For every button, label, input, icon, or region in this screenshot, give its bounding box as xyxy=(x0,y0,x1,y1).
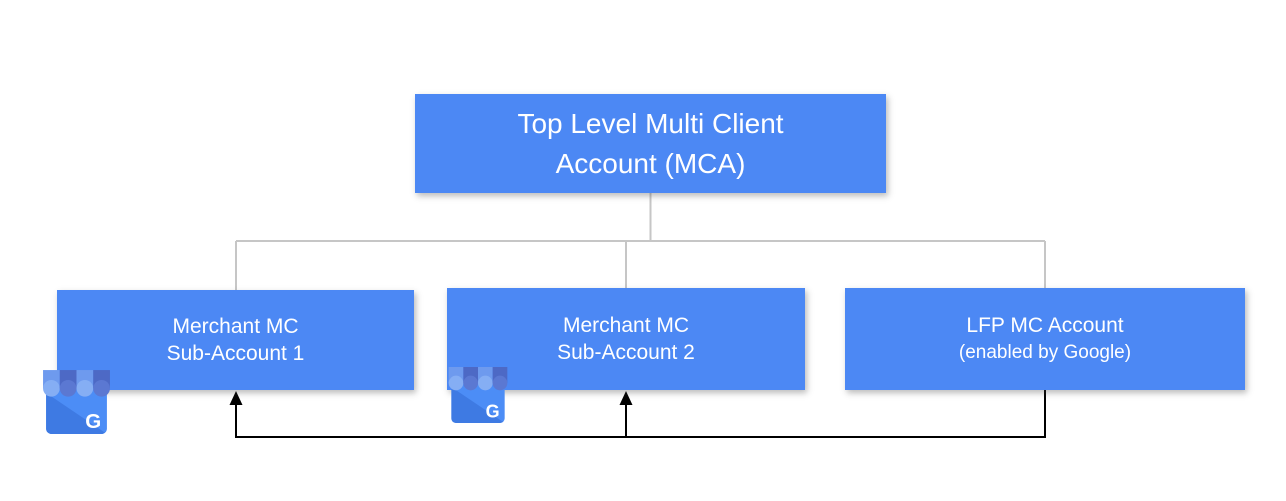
hierarchy-tree-line xyxy=(235,193,1046,290)
node-label-line1: LFP MC Account xyxy=(966,314,1124,337)
node-merchant-sub-account-2: Merchant MC Sub-Account 2 xyxy=(447,288,805,390)
node-label-line1: Merchant MC xyxy=(562,314,690,337)
business-profile-icon xyxy=(40,367,113,437)
node-top-level-mca: Top Level Multi Client Account (MCA) xyxy=(415,94,886,193)
node-lfp-mc-account: LFP MC Account (enabled by Google) xyxy=(845,288,1245,390)
node-label-line2: Sub-Account 1 xyxy=(166,342,305,365)
node-label-line2: Sub-Account 2 xyxy=(557,341,695,364)
node-merchant-sub-account-1: Merchant MC Sub-Account 1 xyxy=(57,290,414,390)
node-label-line1: Top Level Multi Client xyxy=(517,107,784,139)
node-label-line2: Account (MCA) xyxy=(555,147,746,179)
arrowhead-up-sub-account-2 xyxy=(619,391,633,405)
node-label-line1: Merchant MC xyxy=(172,315,299,338)
node-label-line2: (enabled by Google) xyxy=(958,342,1132,363)
arrowhead-up-sub-account-1 xyxy=(229,391,243,405)
business-profile-icon xyxy=(446,362,510,428)
lfp-feed-line xyxy=(235,390,1046,438)
